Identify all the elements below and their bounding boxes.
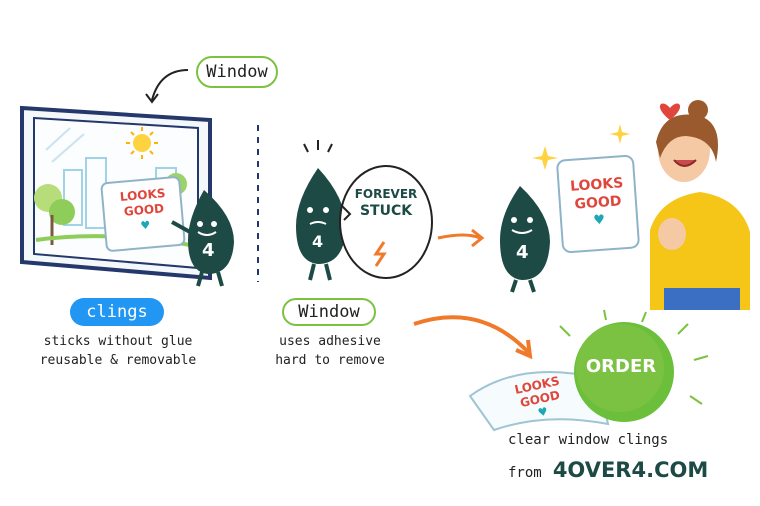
mascot-left-number: 4 (202, 240, 215, 261)
top-window-label: Window (196, 56, 278, 88)
mascot-right-number: 4 (516, 242, 529, 263)
left-sign-text: LOOKS GOOD ♥ (106, 185, 182, 236)
forever-stuck-bubble (339, 165, 433, 279)
window-line2: hard to remove (275, 353, 385, 368)
mascot-middle (296, 140, 346, 281)
happy-person (650, 100, 750, 310)
clings-line1: sticks without glue (43, 334, 193, 349)
right-sign-text: LOOKS GOOD ♥ (560, 174, 636, 233)
window-label-text: Window (298, 302, 360, 322)
mascot-left (171, 190, 234, 287)
clings-line2: reusable & removable (39, 353, 197, 368)
order-button-shape (559, 309, 709, 422)
bubble-line2: STUCK (359, 203, 413, 219)
clings-description: sticks without glue reusable & removable (20, 332, 216, 370)
bubble-text: FOREVER STUCK (348, 186, 424, 220)
mascot-right (500, 186, 550, 293)
footer-from: from (508, 465, 542, 481)
window-label: Window (282, 298, 376, 326)
right-cling-sign (556, 154, 640, 254)
footer-line1: clear window clings (508, 432, 669, 448)
clings-label: clings (70, 298, 164, 326)
window-description: uses adhesive hard to remove (240, 332, 420, 370)
window-line1: uses adhesive (279, 334, 381, 349)
order-button[interactable]: ORDER (585, 356, 657, 377)
brand-link[interactable]: 4OVER4.COM (552, 458, 709, 482)
bubble-line1: FOREVER (354, 187, 418, 201)
clings-label-text: clings (86, 302, 148, 322)
window-cling-sign (100, 176, 186, 252)
footer-line2: from 4OVER4.COM (508, 458, 748, 482)
top-window-label-text: Window (206, 62, 268, 82)
mascot-middle-number: 4 (312, 232, 324, 251)
